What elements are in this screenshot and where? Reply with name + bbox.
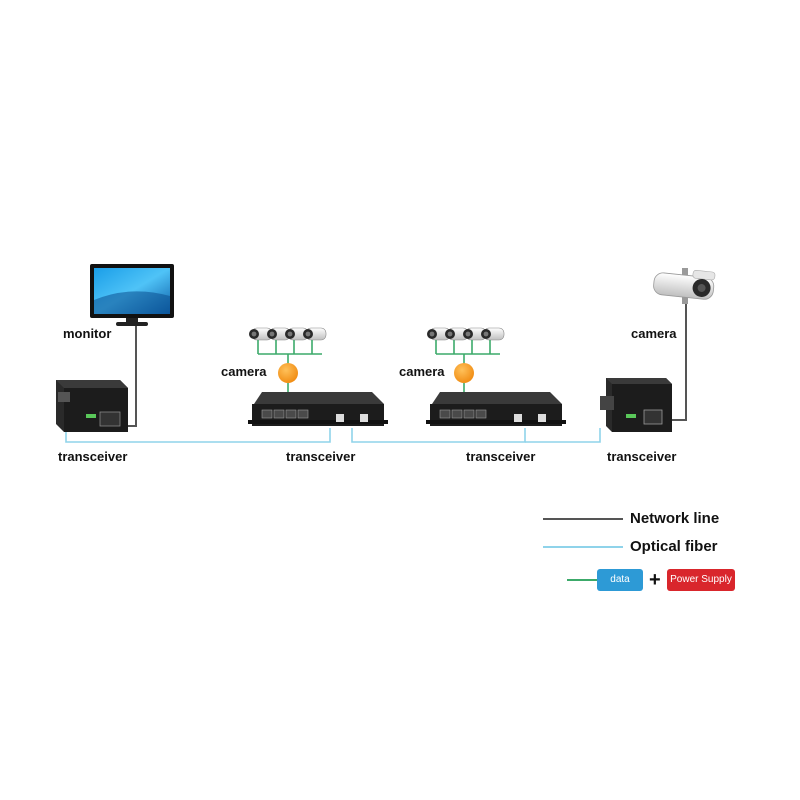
optical-fiber-links [65, 428, 601, 443]
bullet-camera-icon [480, 327, 505, 341]
power-node-left [278, 363, 298, 383]
bullet-camera-icon [302, 327, 327, 341]
legend-plus-sign: + [649, 569, 661, 591]
transceiver-device-1 [56, 380, 128, 432]
monitor-icon [90, 264, 174, 326]
legend-power-supply-badge: Power Supply [667, 569, 735, 591]
camera-label-mid: camera [399, 364, 445, 379]
power-node-mid [454, 363, 474, 383]
camera-label-left: camera [221, 364, 267, 379]
legend-data-badge: data [597, 569, 643, 591]
camera-cluster-mid [426, 327, 505, 392]
transceiver-label-3: transceiver [466, 449, 536, 464]
camera-label-right: camera [631, 326, 677, 341]
bullet-camera-icon-right [653, 268, 716, 304]
transceiver-device-2 [248, 392, 388, 426]
transceiver-label-4: transceiver [607, 449, 677, 464]
transceiver-label-2: transceiver [286, 449, 356, 464]
transceiver-label-1: transceiver [58, 449, 128, 464]
transceiver-device-3 [426, 392, 566, 426]
legend-network-line-label: Network line [630, 510, 720, 527]
monitor-label: monitor [63, 326, 112, 341]
legend-optical-fiber-label: Optical fiber [630, 538, 718, 555]
transceiver-device-4 [600, 378, 672, 432]
camera-cluster-left [248, 327, 327, 392]
